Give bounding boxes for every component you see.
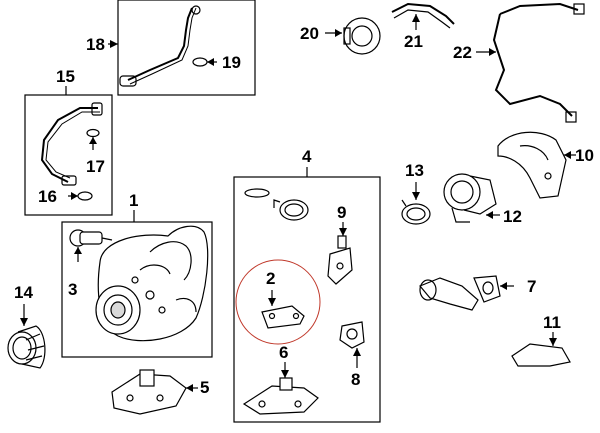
- part-7-pipe: [419, 275, 501, 311]
- callout-16: 16: [38, 187, 57, 206]
- callout-1: 1: [129, 191, 139, 210]
- arrow-14: [20, 318, 28, 326]
- callout-5: 5: [200, 378, 210, 397]
- callout-17: 17: [86, 157, 105, 176]
- part-4-seal: [244, 188, 270, 198]
- callout-6: 6: [279, 343, 289, 362]
- part-2-heat-shield: [261, 305, 305, 329]
- callout-15: 15: [56, 67, 75, 86]
- arrow-22: [489, 48, 496, 56]
- part-1-turbocharger: [95, 225, 209, 342]
- part-3-actuator: [69, 229, 113, 262]
- group-box-1: [61, 221, 213, 358]
- arrow-6: [281, 370, 289, 378]
- part-22-line: [492, 2, 585, 123]
- arrow-9: [339, 228, 347, 236]
- part-8-gasket: [339, 321, 365, 349]
- callout-22: 22: [453, 43, 472, 62]
- part-6-bracket: [242, 377, 319, 415]
- arrow-20: [335, 29, 342, 37]
- arrow-12: [486, 211, 493, 219]
- part-12-elbow: [443, 173, 497, 223]
- part-11-bracket: [511, 343, 571, 367]
- callout-10: 10: [575, 146, 594, 165]
- arrow-10: [564, 151, 571, 159]
- callout-11: 11: [543, 313, 561, 332]
- part-20-housing: [343, 17, 381, 55]
- part-10-heat-shield: [497, 131, 567, 199]
- callout-19: 19: [222, 53, 241, 72]
- callout-9: 9: [337, 203, 347, 222]
- callout-7: 7: [527, 277, 537, 296]
- arrow-19: [207, 58, 214, 66]
- callout-3: 3: [68, 280, 78, 299]
- callout-14: 14: [14, 283, 33, 302]
- callout-18: 18: [86, 35, 105, 54]
- part-16-gasket: [77, 191, 93, 201]
- arrow-8: [353, 348, 361, 356]
- part-17-gasket: [86, 128, 100, 138]
- callout-21: 21: [404, 32, 423, 51]
- part-21-pipe: [391, 2, 455, 25]
- part-9-sensor: [327, 235, 353, 285]
- part-13-clamp: [401, 199, 431, 225]
- part-4-clamp: [273, 199, 309, 221]
- part-18-oil-tube: [127, 7, 193, 81]
- arrow-7: [500, 282, 507, 290]
- group-box-18: [117, 0, 256, 96]
- callout-2: 2: [266, 269, 276, 288]
- part-18-fitting: [119, 75, 137, 87]
- arrow-2: [268, 298, 276, 306]
- callout-20: 20: [300, 24, 319, 43]
- arrow-16: [71, 192, 78, 200]
- arrow-17: [89, 137, 97, 144]
- highlight-circle: [235, 259, 321, 345]
- callout-4: 4: [302, 147, 312, 166]
- arrow-21: [412, 14, 420, 22]
- part-15-oil-return-tube: [40, 107, 98, 183]
- arrow-5: [186, 384, 193, 392]
- callout-13: 13: [405, 161, 424, 180]
- part-14-hose: [7, 325, 46, 369]
- callout-12: 12: [503, 207, 522, 226]
- arrow-13: [412, 192, 420, 200]
- callout-8: 8: [351, 370, 361, 389]
- group-box-15: [24, 94, 113, 216]
- part-19-gasket: [192, 57, 208, 67]
- arrow-3: [74, 247, 82, 254]
- arrow-18: [110, 40, 118, 48]
- arrow-11: [549, 338, 557, 346]
- part-5-bracket: [111, 369, 187, 415]
